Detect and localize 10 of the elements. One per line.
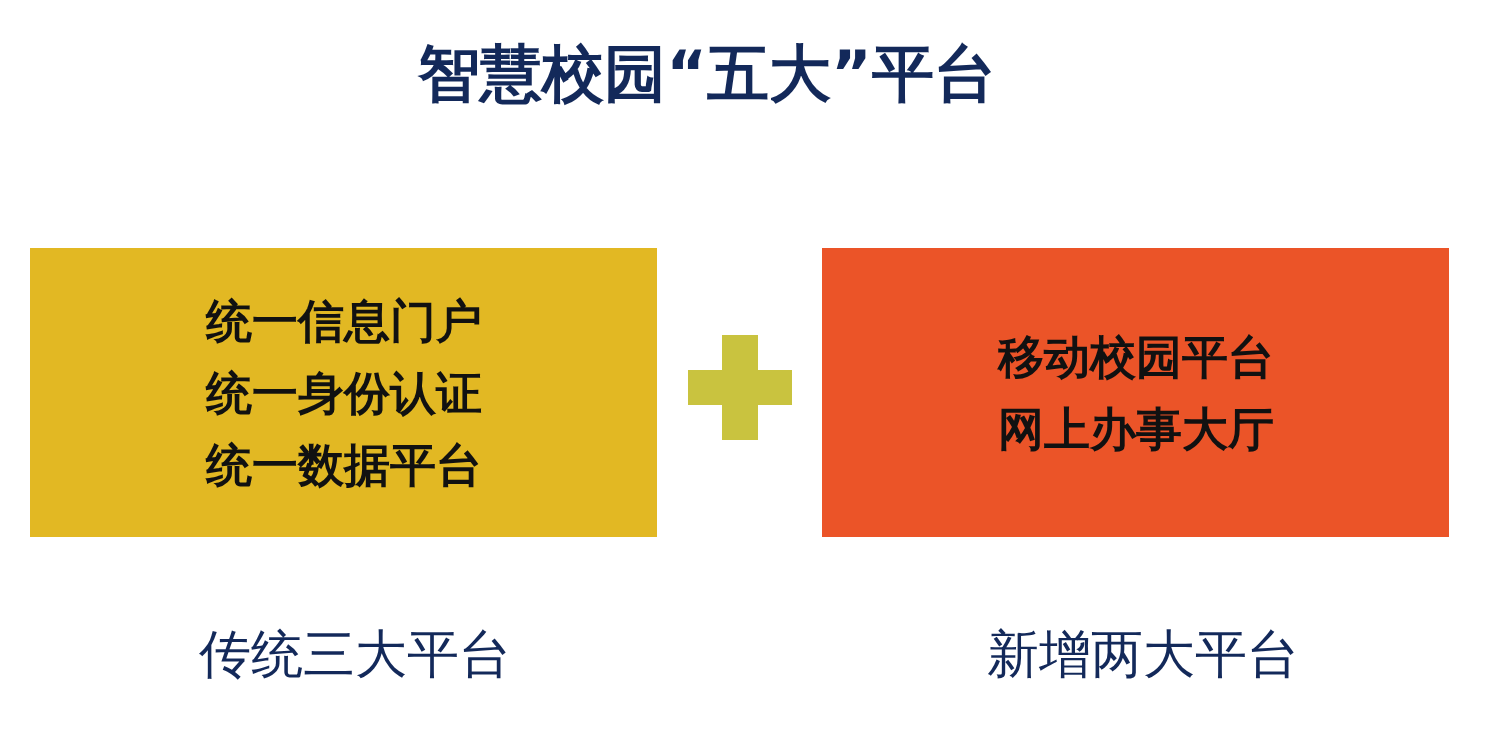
group-caption: 新增两大平台 [987, 624, 1299, 684]
platform-box [30, 248, 657, 537]
platform-name: 统一信息门户 [205, 292, 482, 350]
group-caption: 传统三大平台 [199, 624, 511, 684]
platform-name: 移动校园平台 [997, 328, 1274, 386]
platform-box [822, 248, 1449, 537]
platform-name: 网上办事大厅 [997, 400, 1274, 458]
title: 智慧校园“五大”平台 [418, 36, 996, 112]
platform-name: 统一数据平台 [205, 436, 482, 494]
platform-name: 统一身份认证 [205, 364, 482, 422]
